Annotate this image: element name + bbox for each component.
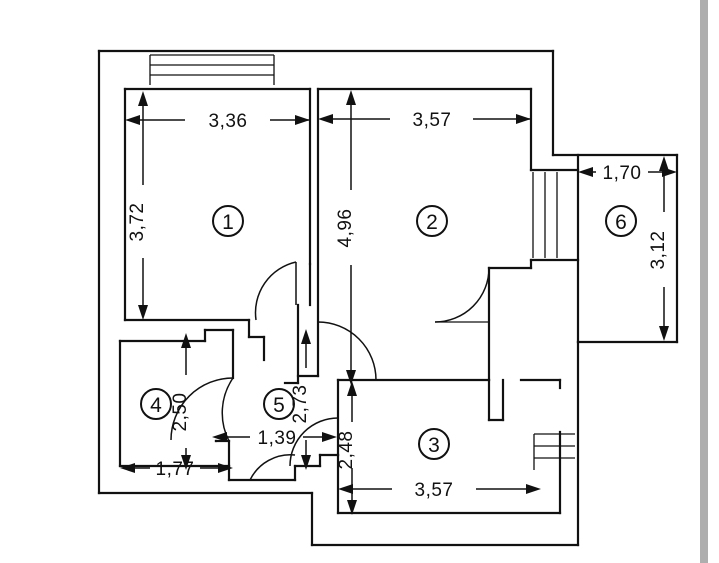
dim-room1-height: 3,72 (127, 203, 148, 242)
dimension-lines (128, 97, 671, 508)
room-marker-6: 6 (605, 205, 637, 237)
window-room1-top (149, 54, 275, 85)
dim-room1-width: 3,36 (209, 111, 248, 132)
door-arc-room3-lower (289, 417, 339, 467)
window-room2-right (532, 172, 558, 258)
door-arc-room4 (221, 377, 234, 442)
dimension-labels: 3,36 3,72 3,57 4,96 1,70 3,12 2,50 1,77 … (127, 110, 669, 501)
right-edge-strip (700, 0, 708, 563)
room-number-label-6: 6 (615, 211, 627, 234)
dim-room2-width: 3,57 (413, 110, 452, 131)
dim-room3-width: 3,57 (415, 480, 454, 501)
dim-room2-height: 4,96 (335, 209, 356, 248)
dim-room5-height: 2,73 (290, 385, 311, 424)
windows (149, 54, 575, 470)
room-number-label-5: 5 (273, 394, 285, 417)
right-edge-margin (708, 0, 719, 563)
dim-room4-width: 1,77 (156, 459, 195, 480)
window-room3-right (533, 433, 575, 470)
door-arc-room2-corridor (317, 321, 377, 381)
room-number-label-1: 1 (222, 211, 234, 234)
dim-room6-width: 1,70 (603, 163, 642, 184)
dim-room6-height: 3,12 (648, 231, 669, 270)
room-number-markers: 1 2 3 4 5 6 (140, 205, 637, 460)
door-arc-room2-room3 (434, 267, 490, 323)
door-arc-hall-lower (249, 454, 296, 481)
dim-room4-height: 2,50 (170, 393, 191, 432)
room-marker-5: 5 (263, 388, 295, 420)
room-number-label-4: 4 (150, 394, 162, 417)
door-arc-room1 (254, 261, 297, 321)
room-marker-4: 4 (140, 388, 172, 420)
room-marker-2: 2 (416, 205, 448, 237)
dim-room5-width: 1,39 (258, 428, 297, 449)
door-arc-room4b (170, 377, 234, 441)
room-marker-1: 1 (212, 205, 244, 237)
room-marker-3: 3 (418, 428, 450, 460)
room-number-label-3: 3 (428, 434, 440, 457)
door-swings (170, 261, 490, 481)
room-number-label-2: 2 (426, 211, 438, 234)
dimension-arrowheads (120, 90, 677, 515)
wall-outlines (97, 49, 679, 547)
dim-room3-height: 2,48 (336, 431, 357, 470)
